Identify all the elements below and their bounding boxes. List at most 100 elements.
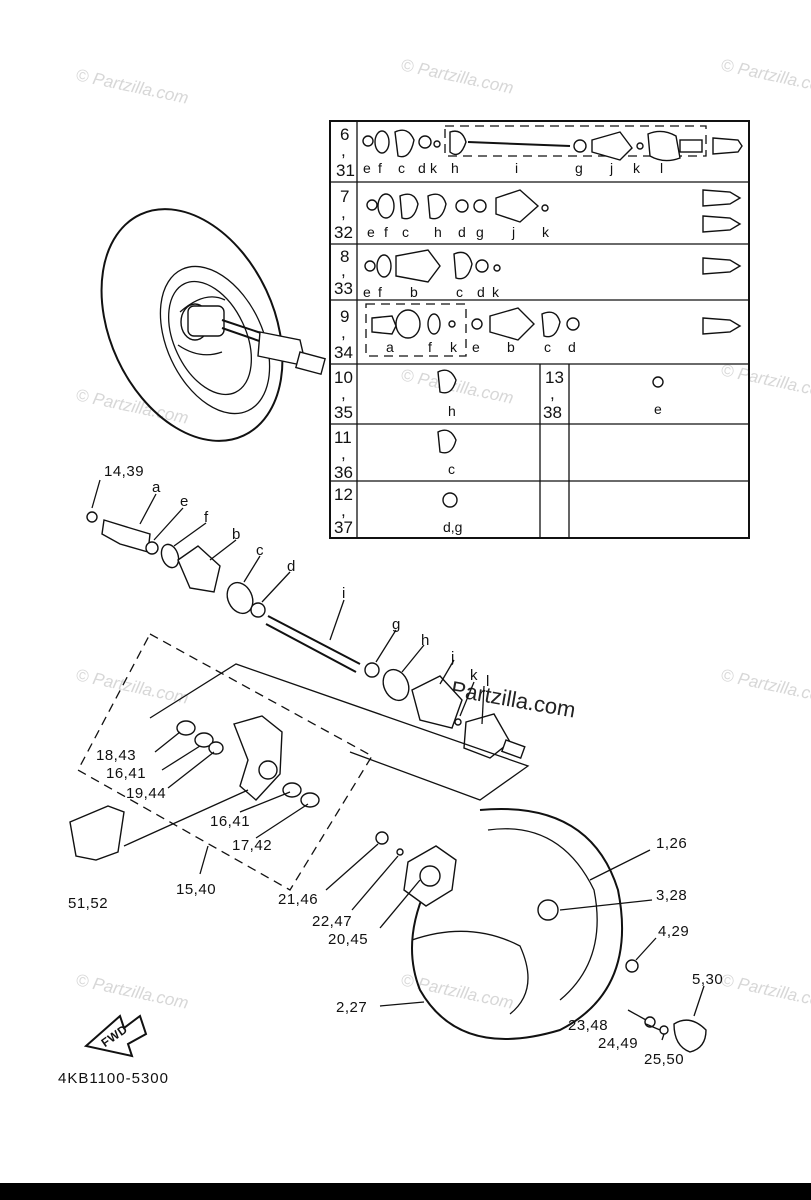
row-num: 36: [334, 463, 353, 482]
callout-label: 15,40: [176, 881, 216, 898]
svg-text:,: ,: [341, 261, 346, 280]
svg-text:c: c: [402, 224, 409, 240]
row-letter: e: [654, 401, 662, 417]
callout-label: 51,52: [68, 895, 108, 912]
callouts: 14,39 a e f b c d i g h j k l 18,43 16,4…: [68, 463, 723, 1068]
watermark: © Partzilla.com: [719, 55, 811, 97]
svg-text:h: h: [451, 160, 459, 176]
callout-label: h: [421, 632, 430, 649]
leader-lines: [91, 479, 705, 1041]
callout-label: 16,41: [106, 765, 146, 782]
svg-text:k: k: [492, 284, 500, 300]
row-num: 10: [334, 368, 353, 387]
svg-text:,: ,: [341, 203, 346, 222]
bottom-bar: [0, 1183, 811, 1200]
svg-text:j: j: [609, 160, 613, 176]
callout-label: 14,39: [104, 463, 144, 480]
svg-text:g: g: [476, 224, 484, 240]
svg-text:d: d: [418, 160, 426, 176]
callout-label: l: [486, 673, 490, 690]
callout-label: 21,46: [278, 891, 318, 908]
svg-text:b: b: [507, 339, 515, 355]
row-num: 34: [334, 343, 353, 362]
callout-label: 19,44: [126, 785, 166, 802]
svg-text:d: d: [568, 339, 576, 355]
svg-text:c: c: [544, 339, 551, 355]
callout-label: 22,47: [312, 913, 352, 930]
svg-text:c: c: [456, 284, 463, 300]
callout-label: g: [392, 616, 401, 633]
row-num: 38: [543, 403, 562, 422]
callout-label: 1,26: [656, 835, 687, 852]
svg-text:g: g: [575, 160, 583, 176]
svg-text:k: k: [450, 339, 458, 355]
watermark: © Partzilla.com: [719, 970, 811, 1012]
callout-label: a: [152, 479, 161, 496]
callout-label: c: [256, 542, 264, 559]
watermark: © Partzilla.com: [74, 970, 190, 1012]
svg-text:f: f: [428, 339, 432, 355]
svg-text:,: ,: [341, 501, 346, 520]
svg-text:h: h: [434, 224, 442, 240]
svg-text:k: k: [633, 160, 641, 176]
svg-text:f: f: [384, 224, 388, 240]
watermark: © Partzilla.com: [719, 665, 811, 707]
callout-label: 2,27: [336, 999, 367, 1016]
arm-guard: [69, 805, 125, 861]
row-letter: c: [448, 461, 455, 477]
callout-label: j: [450, 649, 455, 666]
svg-text:k: k: [430, 160, 438, 176]
row-letter: h: [448, 403, 456, 419]
callout-label: 23,48: [568, 1017, 608, 1034]
row-num: 12: [334, 485, 353, 504]
svg-text:a: a: [386, 339, 394, 355]
kit-table: 6 , 31 7 , 32 8 , 33 9 , 34 10 , 35 11 ,…: [329, 120, 750, 539]
row-letters-9: a f k e b c d: [386, 339, 576, 355]
callout-label: e: [180, 493, 189, 510]
callout-label: b: [232, 526, 241, 543]
row-num: 6: [340, 125, 349, 144]
callout-label: 25,50: [644, 1051, 684, 1068]
svg-text:,: ,: [550, 384, 555, 403]
svg-text:f: f: [378, 160, 382, 176]
svg-text:e: e: [363, 284, 371, 300]
svg-text:j: j: [511, 224, 515, 240]
svg-text:i: i: [515, 160, 518, 176]
row-num: 31: [336, 161, 355, 180]
svg-text:e: e: [367, 224, 375, 240]
row-num: 8: [340, 247, 349, 266]
row-num: 13: [545, 368, 564, 387]
svg-text:,: ,: [341, 384, 346, 403]
watermark: © Partzilla.com: [74, 385, 190, 427]
svg-text:,: ,: [341, 444, 346, 463]
knuckle-assembly: [77, 633, 530, 891]
row-num: 9: [340, 307, 349, 326]
svg-text:d: d: [458, 224, 466, 240]
svg-text:e: e: [363, 160, 371, 176]
svg-text:d: d: [477, 284, 485, 300]
fwd-arrow-icon: FWD: [83, 1014, 148, 1058]
row-num: 7: [340, 187, 349, 206]
svg-text:l: l: [660, 160, 663, 176]
svg-text:k: k: [542, 224, 550, 240]
callout-label: 20,45: [328, 931, 368, 948]
front-wheel-bottom: [375, 808, 707, 1053]
svg-text:f: f: [378, 284, 382, 300]
callout-label: 4,29: [658, 923, 689, 940]
row-letters-8: e f b c d k: [363, 284, 500, 300]
callout-label: k: [470, 667, 478, 684]
svg-text:c: c: [398, 160, 405, 176]
svg-text:e: e: [472, 339, 480, 355]
watermark: © Partzilla.com: [74, 665, 190, 707]
row-num: 33: [334, 279, 353, 298]
row-num: 32: [334, 223, 353, 242]
svg-text:,: ,: [341, 323, 346, 342]
drive-shaft-exploded: [86, 511, 526, 760]
callout-label: 16,41: [210, 813, 250, 830]
callout-label: 17,42: [232, 837, 272, 854]
row-letter: d,g: [443, 519, 462, 535]
callout-label: 18,43: [96, 747, 136, 764]
part-code: 4KB1100-5300: [58, 1070, 169, 1087]
watermark: © Partzilla.com: [399, 365, 515, 407]
